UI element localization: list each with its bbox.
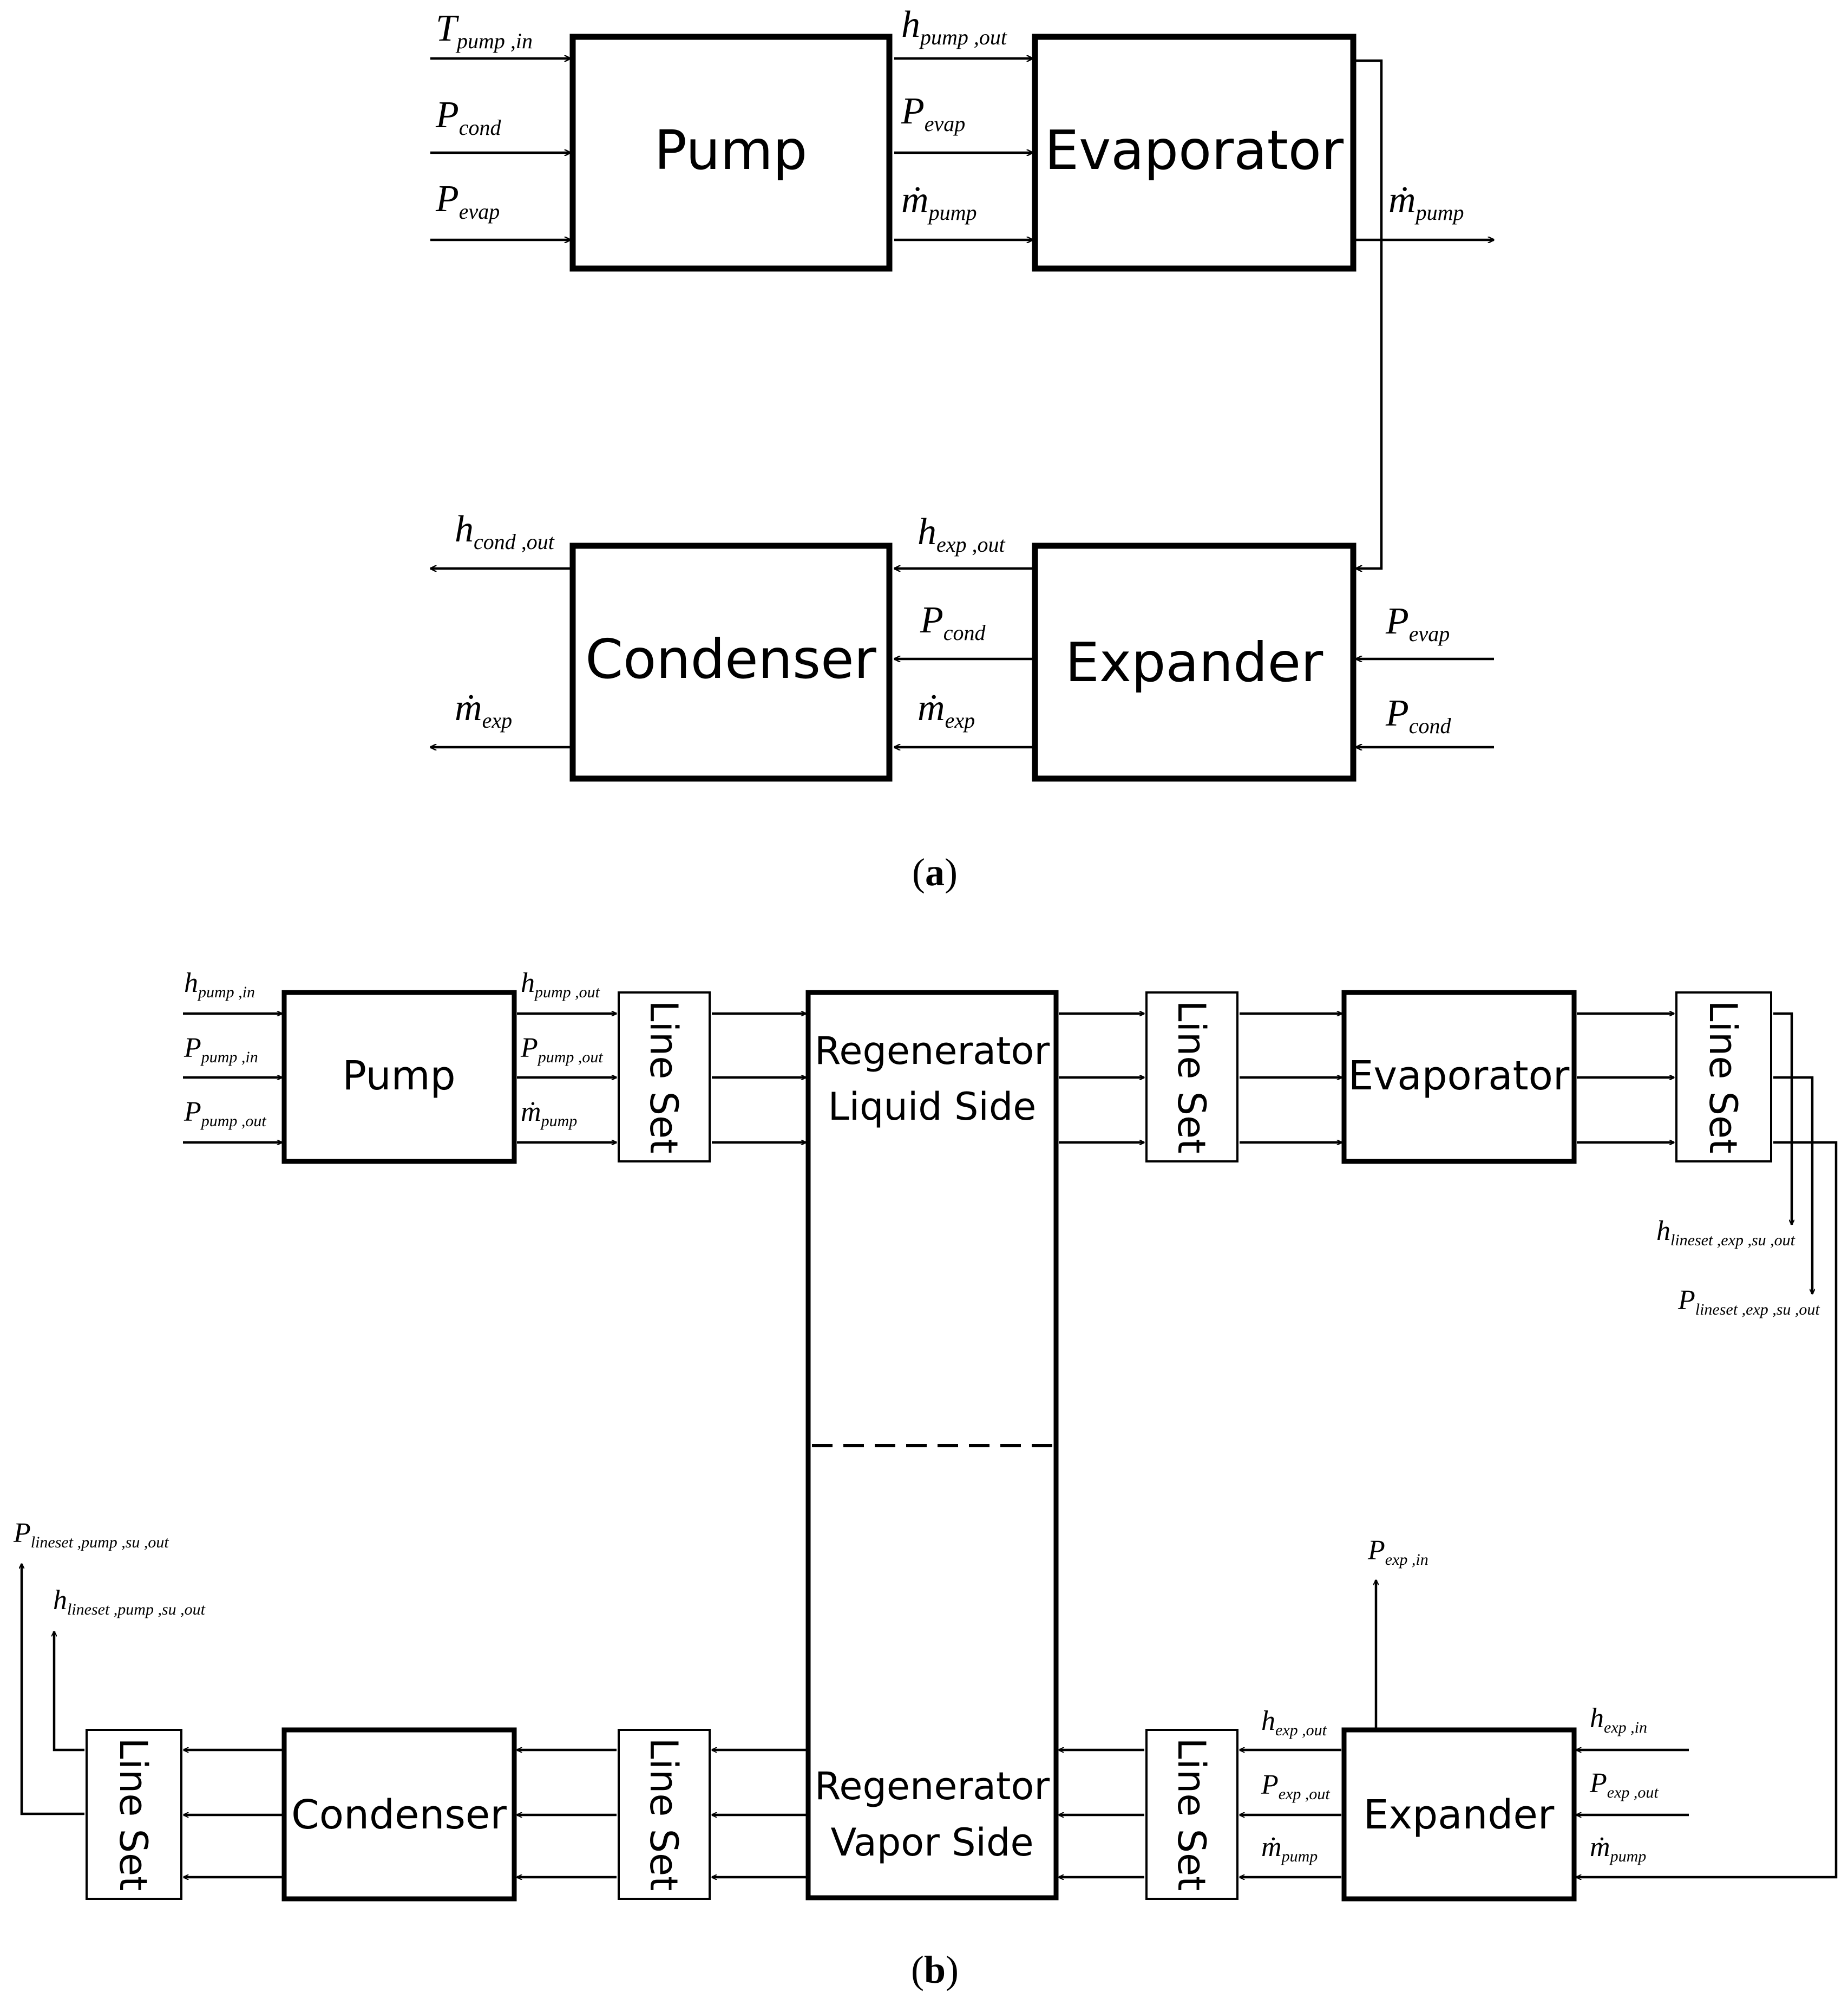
label-b-exp-in-1: hexp ,in: [1590, 1703, 1647, 1736]
evaporator-block-b: [1341, 990, 1577, 1164]
regen-liquid-label-2: Liquid Side: [828, 1085, 1037, 1129]
line-set-4: Line Set: [1145, 1729, 1238, 1900]
expander-block-b: [1341, 1727, 1577, 1902]
pump-label-b: Pump: [342, 1053, 455, 1099]
condenser-block-b: [281, 1727, 517, 1902]
label-a-lower-1: hexp ,out: [918, 511, 1006, 557]
label-a-in-2: Pcond: [435, 94, 502, 140]
label-a-exp-in-2: Pcond: [1385, 693, 1452, 738]
label-a-cond-out-1: hcond ,out: [455, 508, 555, 554]
regen-vapor-label-1: Regenerator: [815, 1764, 1050, 1808]
arrow-b-ls6-out-2: [54, 1631, 84, 1752]
evaporator-label-b: Evaporator: [1348, 1053, 1570, 1099]
arrow-b-ls6-out-1: [22, 1564, 84, 1815]
pump-label-a: Pump: [654, 119, 808, 182]
label-b-pump-in-1: hpump ,in: [184, 968, 255, 1001]
label-b-exp-left-1: hexp ,out: [1261, 1706, 1327, 1739]
label-b-exp-left-2: Pexp ,out: [1261, 1769, 1330, 1803]
label-b-pump-out-2: Ppump ,out: [520, 1033, 603, 1066]
panel-b: Pump Regenerator Liquid Side Regenerator…: [13, 968, 1838, 1991]
label-a-in-3: Pevap: [435, 178, 500, 224]
evaporator-label-a: Evaporator: [1045, 119, 1344, 182]
label-a-cond-out-2: ṁexp: [455, 687, 512, 733]
svg-text:Line Set: Line Set: [1701, 1000, 1745, 1153]
label-b-ls6-out-1: Plineset ,pump ,su ,out: [13, 1518, 169, 1551]
label-b-pump-in-2: Ppump ,in: [184, 1033, 258, 1066]
label-b-exp-left-3: ṁpump: [1261, 1832, 1318, 1865]
label-b-ls3-out-1: hlineset ,exp ,su ,out: [1656, 1216, 1795, 1249]
label-b-ls3-out-2: Plineset ,exp ,su ,out: [1677, 1285, 1820, 1318]
arrow-b-ls3-out-2: [1773, 1076, 1812, 1294]
label-b-pump-out-1: hpump ,out: [521, 968, 600, 1001]
svg-text:Line Set: Line Set: [641, 1737, 686, 1891]
label-a-lower-2: Pcond: [920, 599, 986, 645]
line-set-3: Line Set: [1675, 991, 1772, 1162]
regen-liquid-label-1: Regenerator: [815, 1029, 1050, 1073]
arrow-b-ls3-out-1: [1773, 1012, 1792, 1225]
label-b-pump-out-3: ṁpump: [521, 1096, 577, 1130]
label-a-mid-2: Pevap: [901, 90, 965, 136]
svg-text:Line Set: Line Set: [1169, 1000, 1214, 1153]
label-a-mid-3: ṁpump: [901, 179, 977, 225]
line-set-2: Line Set: [1145, 991, 1238, 1162]
pump-block-a: [569, 34, 893, 272]
regen-vapor-label-2: Vapor Side: [830, 1820, 1033, 1865]
panel-a: Pump Evaporator Condenser Expander Tpump…: [430, 4, 1494, 894]
condenser-block-a: [569, 543, 893, 782]
label-a-exp-in-1: Pevap: [1385, 600, 1450, 646]
svg-text:Line Set: Line Set: [111, 1737, 155, 1891]
label-b-exp-in-3: ṁpump: [1590, 1832, 1646, 1865]
label-a-lower-3: ṁexp: [918, 687, 975, 733]
evaporator-block-a: [1032, 34, 1356, 272]
label-a-mid-1: hpump ,out: [901, 4, 1007, 49]
svg-text:Line Set: Line Set: [641, 1000, 686, 1153]
arrow-b-ls3-to-exp: [1576, 1141, 1838, 1877]
svg-text:Line Set: Line Set: [1169, 1737, 1214, 1891]
line-set-5: Line Set: [618, 1729, 711, 1900]
arrow-a-evap-to-exp: [1356, 59, 1383, 569]
condenser-label-a: Condenser: [585, 628, 876, 691]
expander-label-a: Expander: [1065, 631, 1323, 694]
label-b-pump-in-3: Ppump ,out: [184, 1096, 266, 1130]
expander-label-b: Expander: [1364, 1792, 1555, 1838]
line-set-6: Line Set: [86, 1729, 182, 1900]
label-b-exp-in-2: Pexp ,out: [1589, 1768, 1659, 1801]
expander-block-a: [1032, 543, 1356, 782]
pump-block-b: [281, 990, 517, 1164]
caption-b: (b): [911, 1948, 959, 1991]
label-b-ls6-out-2: hlineset ,pump ,su ,out: [53, 1585, 206, 1618]
label-a-in-1: Tpump ,in: [436, 8, 533, 53]
label-a-evap-out: ṁpump: [1388, 179, 1464, 225]
caption-a: (a): [912, 851, 958, 894]
line-set-1: Line Set: [618, 991, 711, 1162]
condenser-label-b: Condenser: [291, 1792, 507, 1838]
label-b-exp-up: Pexp ,in: [1367, 1535, 1428, 1569]
